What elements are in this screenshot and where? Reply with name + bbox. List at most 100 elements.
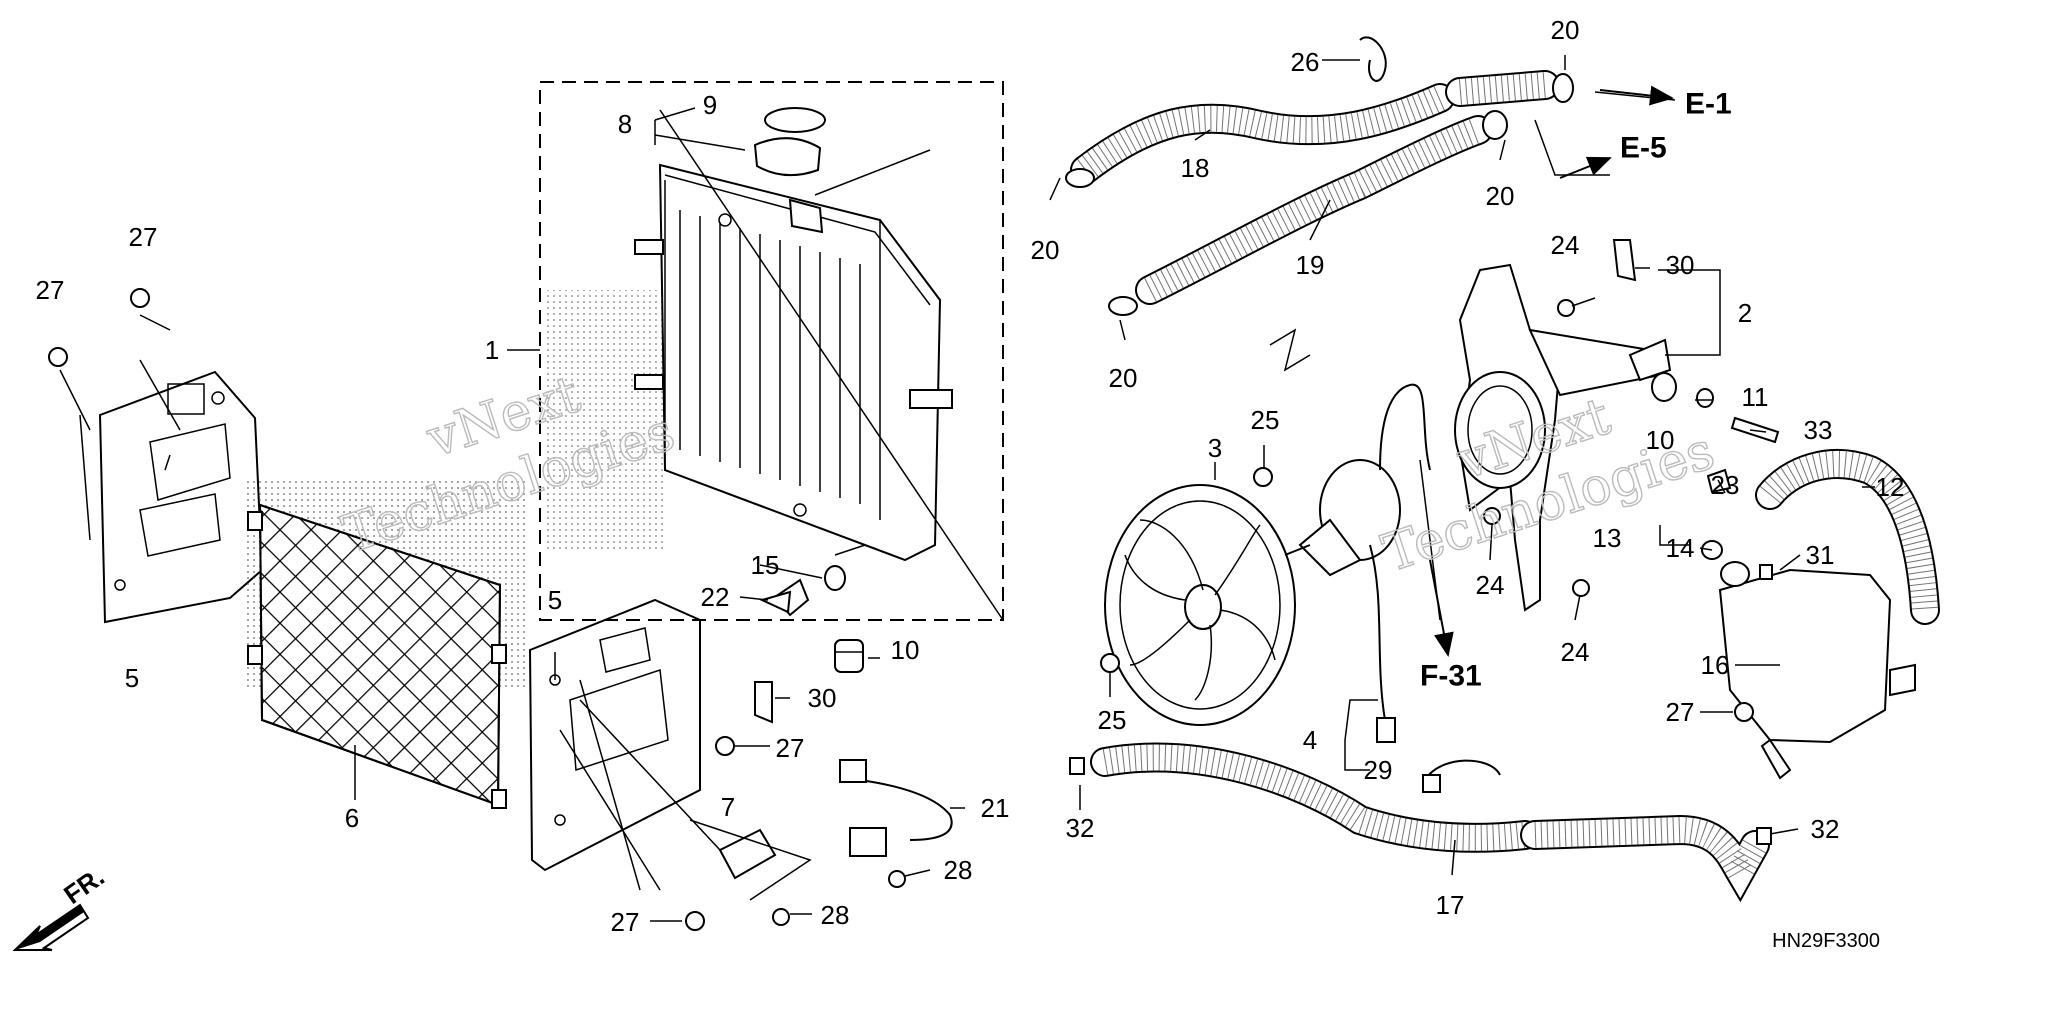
callout-33: 33 xyxy=(1804,415,1833,445)
arrow-e1 xyxy=(1599,85,1674,106)
hose-17-end xyxy=(1520,814,1770,903)
callout-25-b: 25 xyxy=(1098,705,1127,735)
callout-9: 9 xyxy=(703,90,717,120)
callout-24-a: 24 xyxy=(1551,230,1580,260)
clip-32-a xyxy=(1069,757,1085,775)
callout-18: 18 xyxy=(1181,153,1210,183)
callout-13: 13 xyxy=(1593,523,1622,553)
clamp-20-c xyxy=(1482,110,1508,140)
hose-upper-short xyxy=(1445,70,1560,107)
clamp-20-d xyxy=(1552,73,1574,103)
hose-19 xyxy=(1135,115,1493,305)
bolt-28-b xyxy=(772,908,790,926)
callout-24-c: 24 xyxy=(1561,637,1590,667)
washer-11 xyxy=(1696,388,1714,408)
front-label: FR. xyxy=(58,861,110,910)
arrow-e5 xyxy=(1559,156,1612,179)
nut-25-a xyxy=(1253,467,1273,487)
bolt-27-b xyxy=(685,911,705,931)
clip-32-b xyxy=(1756,827,1772,845)
hose-12 xyxy=(1755,449,1940,625)
callout-28-a: 28 xyxy=(944,855,973,885)
callout-4: 4 xyxy=(1303,725,1317,755)
wire-21 xyxy=(839,759,953,857)
leader-lines xyxy=(59,55,1875,922)
ref-f31: F-31 xyxy=(1420,660,1482,693)
bracket-30-right xyxy=(1612,239,1637,282)
callout-10-left: 10 xyxy=(891,635,920,665)
grommet-10-right xyxy=(1651,372,1677,402)
clip-29 xyxy=(1422,759,1501,793)
hose-17 xyxy=(1090,742,1540,853)
mesh-guard xyxy=(245,480,525,809)
callout-32-a: 32 xyxy=(1066,813,1095,843)
reserve-tank xyxy=(1718,561,1916,780)
callout-2: 2 xyxy=(1738,298,1752,328)
callout-20-b: 20 xyxy=(1109,363,1138,393)
arrow-f31 xyxy=(1429,559,1454,657)
callout-22: 22 xyxy=(701,582,730,612)
callout-31: 31 xyxy=(1806,540,1835,570)
callout-1: 1 xyxy=(485,335,499,365)
callout-12: 12 xyxy=(1876,472,1905,502)
callout-21: 21 xyxy=(981,793,1010,823)
fan xyxy=(1104,484,1296,726)
callout-11: 11 xyxy=(1742,382,1769,412)
bolt-24-b xyxy=(1483,507,1501,525)
radiator xyxy=(545,163,953,562)
callout-20-a: 20 xyxy=(1031,235,1060,265)
callout-3: 3 xyxy=(1208,433,1222,463)
callout-10-right: 10 xyxy=(1646,425,1675,455)
callout-32-b: 32 xyxy=(1811,814,1840,844)
callout-16: 16 xyxy=(1701,650,1730,680)
callout-24-b: 24 xyxy=(1476,570,1505,600)
callout-30-right: 30 xyxy=(1666,250,1695,280)
bracket-30-left xyxy=(754,681,773,724)
ref-e1: E-1 xyxy=(1685,88,1732,121)
bolt-24-c xyxy=(1572,579,1590,597)
callout-19: 19 xyxy=(1296,250,1325,280)
callout-5-left: 5 xyxy=(125,663,139,693)
callout-5-right: 5 xyxy=(548,585,562,615)
callout-27-d: 27 xyxy=(611,907,640,937)
callout-17: 17 xyxy=(1436,890,1465,920)
switch-7 xyxy=(689,819,812,901)
fan-motor xyxy=(1284,383,1431,577)
nut-25-b xyxy=(1100,653,1120,673)
callout-20-d: 20 xyxy=(1551,15,1580,45)
callout-20-c: 20 xyxy=(1486,181,1515,211)
bolt-27-a xyxy=(715,736,735,756)
callout-29: 29 xyxy=(1364,755,1393,785)
clamp-20-b xyxy=(1108,296,1138,316)
washer-15 xyxy=(824,565,846,591)
clamp-31 xyxy=(1759,564,1773,580)
callout-23: 23 xyxy=(1711,470,1740,500)
callout-8: 8 xyxy=(618,109,632,139)
fan-shroud xyxy=(1454,263,1672,612)
grommet-10 xyxy=(834,639,864,673)
bolt-27-c xyxy=(130,288,150,308)
callout-27-tank: 27 xyxy=(1666,697,1695,727)
callout-27-c: 27 xyxy=(776,733,805,763)
shroud-left xyxy=(98,370,264,624)
bolt-27-tank xyxy=(1734,702,1754,722)
diagram-code: HN29F3300 xyxy=(1772,930,1880,952)
callout-26: 26 xyxy=(1291,47,1320,77)
hose-18 xyxy=(1070,83,1455,185)
clamp-20-a xyxy=(1065,168,1095,188)
callout-27-a: 27 xyxy=(129,222,158,252)
ref-e5: E-5 xyxy=(1620,132,1667,165)
shroud-right xyxy=(528,598,701,872)
callout-28-b: 28 xyxy=(821,900,850,930)
callouts: 1 2 3 4 5 5 6 7 8 9 10 10 11 12 13 14 15… xyxy=(36,15,1905,937)
bolt-27-d xyxy=(48,347,68,367)
callout-14: 14 xyxy=(1666,533,1695,563)
callout-30-left: 30 xyxy=(808,683,837,713)
callout-25-a: 25 xyxy=(1251,405,1280,435)
motor-wire-4 xyxy=(1369,544,1396,743)
callout-7: 7 xyxy=(721,792,735,822)
bolt-24-a xyxy=(1557,299,1575,317)
front-arrow: FR. xyxy=(12,861,110,951)
clip-26 xyxy=(1359,36,1387,82)
